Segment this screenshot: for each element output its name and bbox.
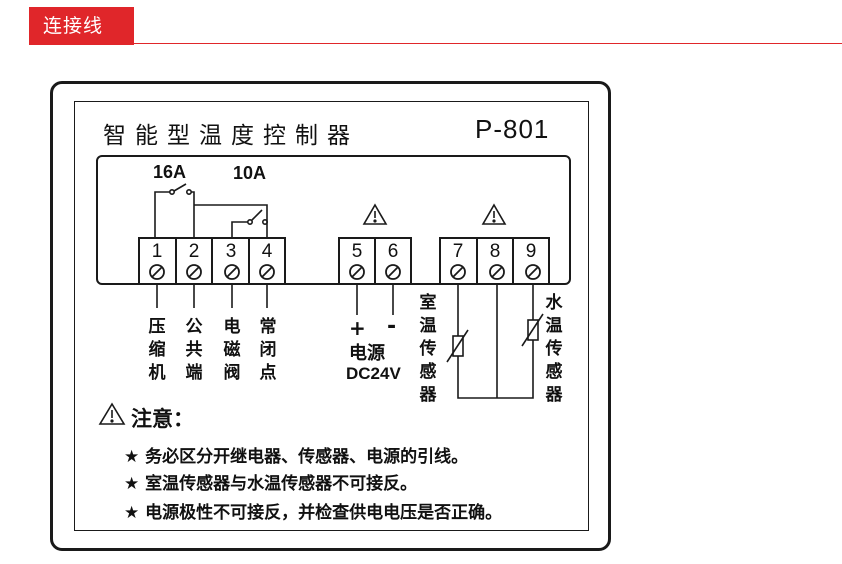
relay-switch-16a: [173, 183, 187, 192]
note-item-1: ★ 务必区分开继电器、传感器、电源的引线。: [124, 447, 469, 467]
terminal-screw-slot: [188, 266, 200, 278]
sensor-loop: [457, 284, 534, 399]
section-divider: [134, 43, 842, 44]
warning-triangle-icon: [362, 203, 388, 225]
notes-title: 注意：: [131, 407, 194, 431]
power-plus-label: +: [349, 316, 366, 340]
terminal-5-number: 5: [351, 241, 363, 262]
terminal-9-number: 9: [525, 241, 537, 262]
terminal-screw-slot: [387, 266, 399, 278]
terminal-7-number: 7: [452, 241, 464, 262]
label-common: 公共端: [185, 317, 203, 383]
terminal-3-number: 3: [225, 241, 237, 262]
label-normally-closed: 常闭点: [259, 317, 277, 383]
star-icon: ★: [124, 503, 140, 523]
warning-triangle-icon: [98, 402, 126, 425]
terminal-screw-slot: [226, 266, 238, 278]
terminal-1-number: 1: [151, 241, 163, 262]
relay-contact-10a-left: [247, 219, 254, 226]
power-minus-label: -: [387, 314, 397, 339]
power-spec-label: DC24V: [346, 364, 401, 383]
terminal-screw-slot: [351, 266, 363, 278]
valve-relay-rating: 10A: [233, 163, 267, 183]
terminal-2-number: 2: [188, 241, 200, 262]
note-item-3: ★ 电源极性不可接反，并检查供电电压是否正确。: [124, 503, 503, 523]
terminal-screw-slot: [491, 266, 503, 278]
terminal-4-number: 4: [261, 241, 273, 262]
device-model: P-801: [475, 114, 550, 144]
label-solenoid-valve: 电磁阀: [223, 317, 241, 383]
relay-switch-10a: [251, 209, 263, 221]
note-item-2: ★ 室温传感器与水温传感器不可接反。: [124, 474, 418, 494]
terminal-screw-slot: [452, 266, 464, 278]
star-icon: ★: [124, 447, 140, 467]
label-outer-frame: [50, 81, 611, 551]
terminal-8-number: 8: [489, 241, 501, 262]
terminal-block-outline: [96, 155, 571, 285]
device-title: 智能型温度控制器: [103, 123, 359, 149]
label-compressor: 压缩机: [148, 317, 166, 383]
terminal-6-number: 6: [387, 241, 399, 262]
label-inner-frame: [74, 101, 589, 531]
relay-contact-16a-left: [169, 189, 176, 196]
power-label: 电源: [349, 343, 385, 364]
warning-triangle-icon: [481, 203, 507, 225]
compressor-relay-rating: 16A: [153, 162, 187, 182]
label-room-temp-sensor: 室温传感器: [419, 293, 437, 405]
label-water-temp-sensor: 水温传感器: [545, 293, 563, 405]
terminal-screw-slot: [527, 266, 539, 278]
star-icon: ★: [124, 474, 140, 494]
section-title-tab: 连接线: [29, 7, 134, 45]
terminal-screw-slot: [151, 266, 163, 278]
terminal-screw-slot: [261, 266, 273, 278]
relay-contact-16a-right: [186, 189, 193, 196]
